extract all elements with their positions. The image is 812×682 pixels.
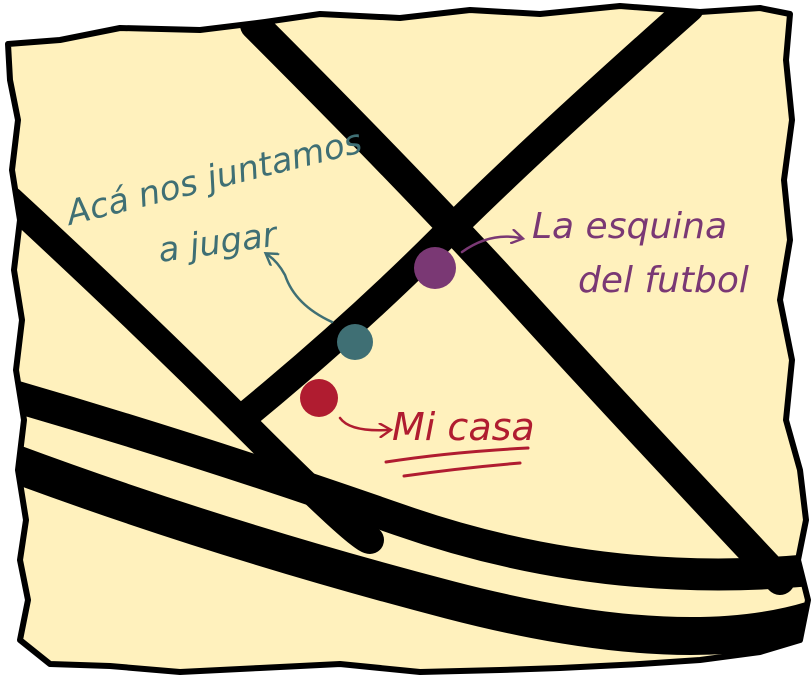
roads <box>8 6 808 655</box>
home-marker <box>300 379 388 430</box>
football-label-line2: del futbol <box>578 260 749 301</box>
home-label: Mi casa <box>392 405 535 449</box>
meeting-point-marker <box>268 255 373 360</box>
home-dot-marker-icon <box>300 379 338 417</box>
road-diagonal-left <box>8 186 384 554</box>
football-label-line1: La esquina <box>532 206 727 247</box>
football-dot-marker-icon <box>414 247 456 289</box>
meeting-dot-marker-icon <box>337 324 373 360</box>
road-curve-lower <box>8 444 808 655</box>
home-underline-second <box>402 461 522 478</box>
road-diagonal-up-right <box>226 6 704 434</box>
road-curve-upper <box>8 379 808 591</box>
home-underline <box>384 446 530 464</box>
meeting-arrow-icon <box>268 255 334 324</box>
football-corner-marker <box>414 237 520 289</box>
football-arrow-icon <box>460 237 520 254</box>
road-diagonal-down-right <box>240 10 795 595</box>
home-arrow-icon <box>338 416 388 430</box>
